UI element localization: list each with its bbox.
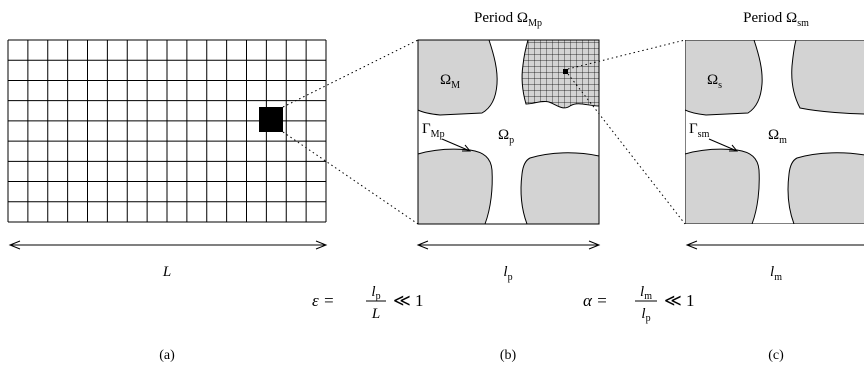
length-label-lp: lp	[503, 264, 512, 283]
omega-s-label: Ωs	[707, 72, 722, 91]
epsilon-lhs: ε =	[312, 291, 334, 310]
alpha-rhs: ≪ 1	[664, 291, 695, 310]
selected-cell	[259, 107, 283, 132]
macro-inclusion-top-right-meshed	[521, 39, 600, 109]
alpha-numerator: lm	[640, 284, 652, 302]
macro-inclusion-bottom-left	[417, 148, 493, 225]
gamma-Mp-pointer	[441, 138, 472, 152]
panel-b: Period ΩMp ΩM Ωp ΓMp lp (b)	[416, 10, 601, 363]
panel-a: L (a)	[7, 39, 328, 363]
period-title-c: Period Ωsm	[743, 10, 809, 29]
caption-b: (b)	[500, 348, 517, 363]
micro-inclusion-bottom-left	[685, 148, 760, 224]
zoom-lines-a-b	[282, 39, 419, 225]
gamma-Mp-label: ΓMp	[422, 121, 445, 140]
panel-c: Period Ωsm Ωs Ωm Γsm lm (c)	[685, 10, 864, 363]
alpha-lhs: α =	[583, 291, 608, 310]
micro-inclusion-top-right	[791, 40, 864, 115]
alpha-denominator: lp	[641, 306, 650, 324]
zoom-lines-b-c	[567, 39, 686, 225]
epsilon-rhs: ≪ 1	[393, 291, 424, 310]
gamma-sm-label: Γsm	[689, 121, 710, 140]
macro-inclusion-top-left	[417, 39, 498, 116]
gamma-sm-pointer	[708, 138, 739, 152]
caption-a: (a)	[159, 348, 175, 363]
micro-inclusion-bottom-right	[787, 152, 864, 224]
length-arrow-lp	[416, 240, 601, 250]
omega-M-label: ΩM	[440, 72, 460, 91]
alpha-equation: α = lm lp ≪ 1	[583, 284, 695, 324]
length-label-L: L	[162, 264, 171, 280]
omega-m-label: Ωm	[768, 127, 787, 146]
epsilon-equation: ε = lp L ≪ 1	[312, 284, 424, 322]
micro-point-marker	[563, 69, 568, 74]
epsilon-denominator: L	[371, 306, 380, 322]
period-title-b: Period ΩMp	[474, 10, 542, 29]
caption-c: (c)	[768, 348, 784, 363]
macro-inclusion-bottom-right	[520, 152, 600, 225]
omega-p-label: Ωp	[498, 127, 514, 146]
length-label-lm: lm	[770, 264, 782, 283]
micro-inclusion-top-left	[685, 40, 763, 116]
length-arrow-L	[8, 240, 328, 250]
epsilon-numerator: lp	[371, 284, 380, 302]
length-arrow-lm	[685, 240, 864, 250]
